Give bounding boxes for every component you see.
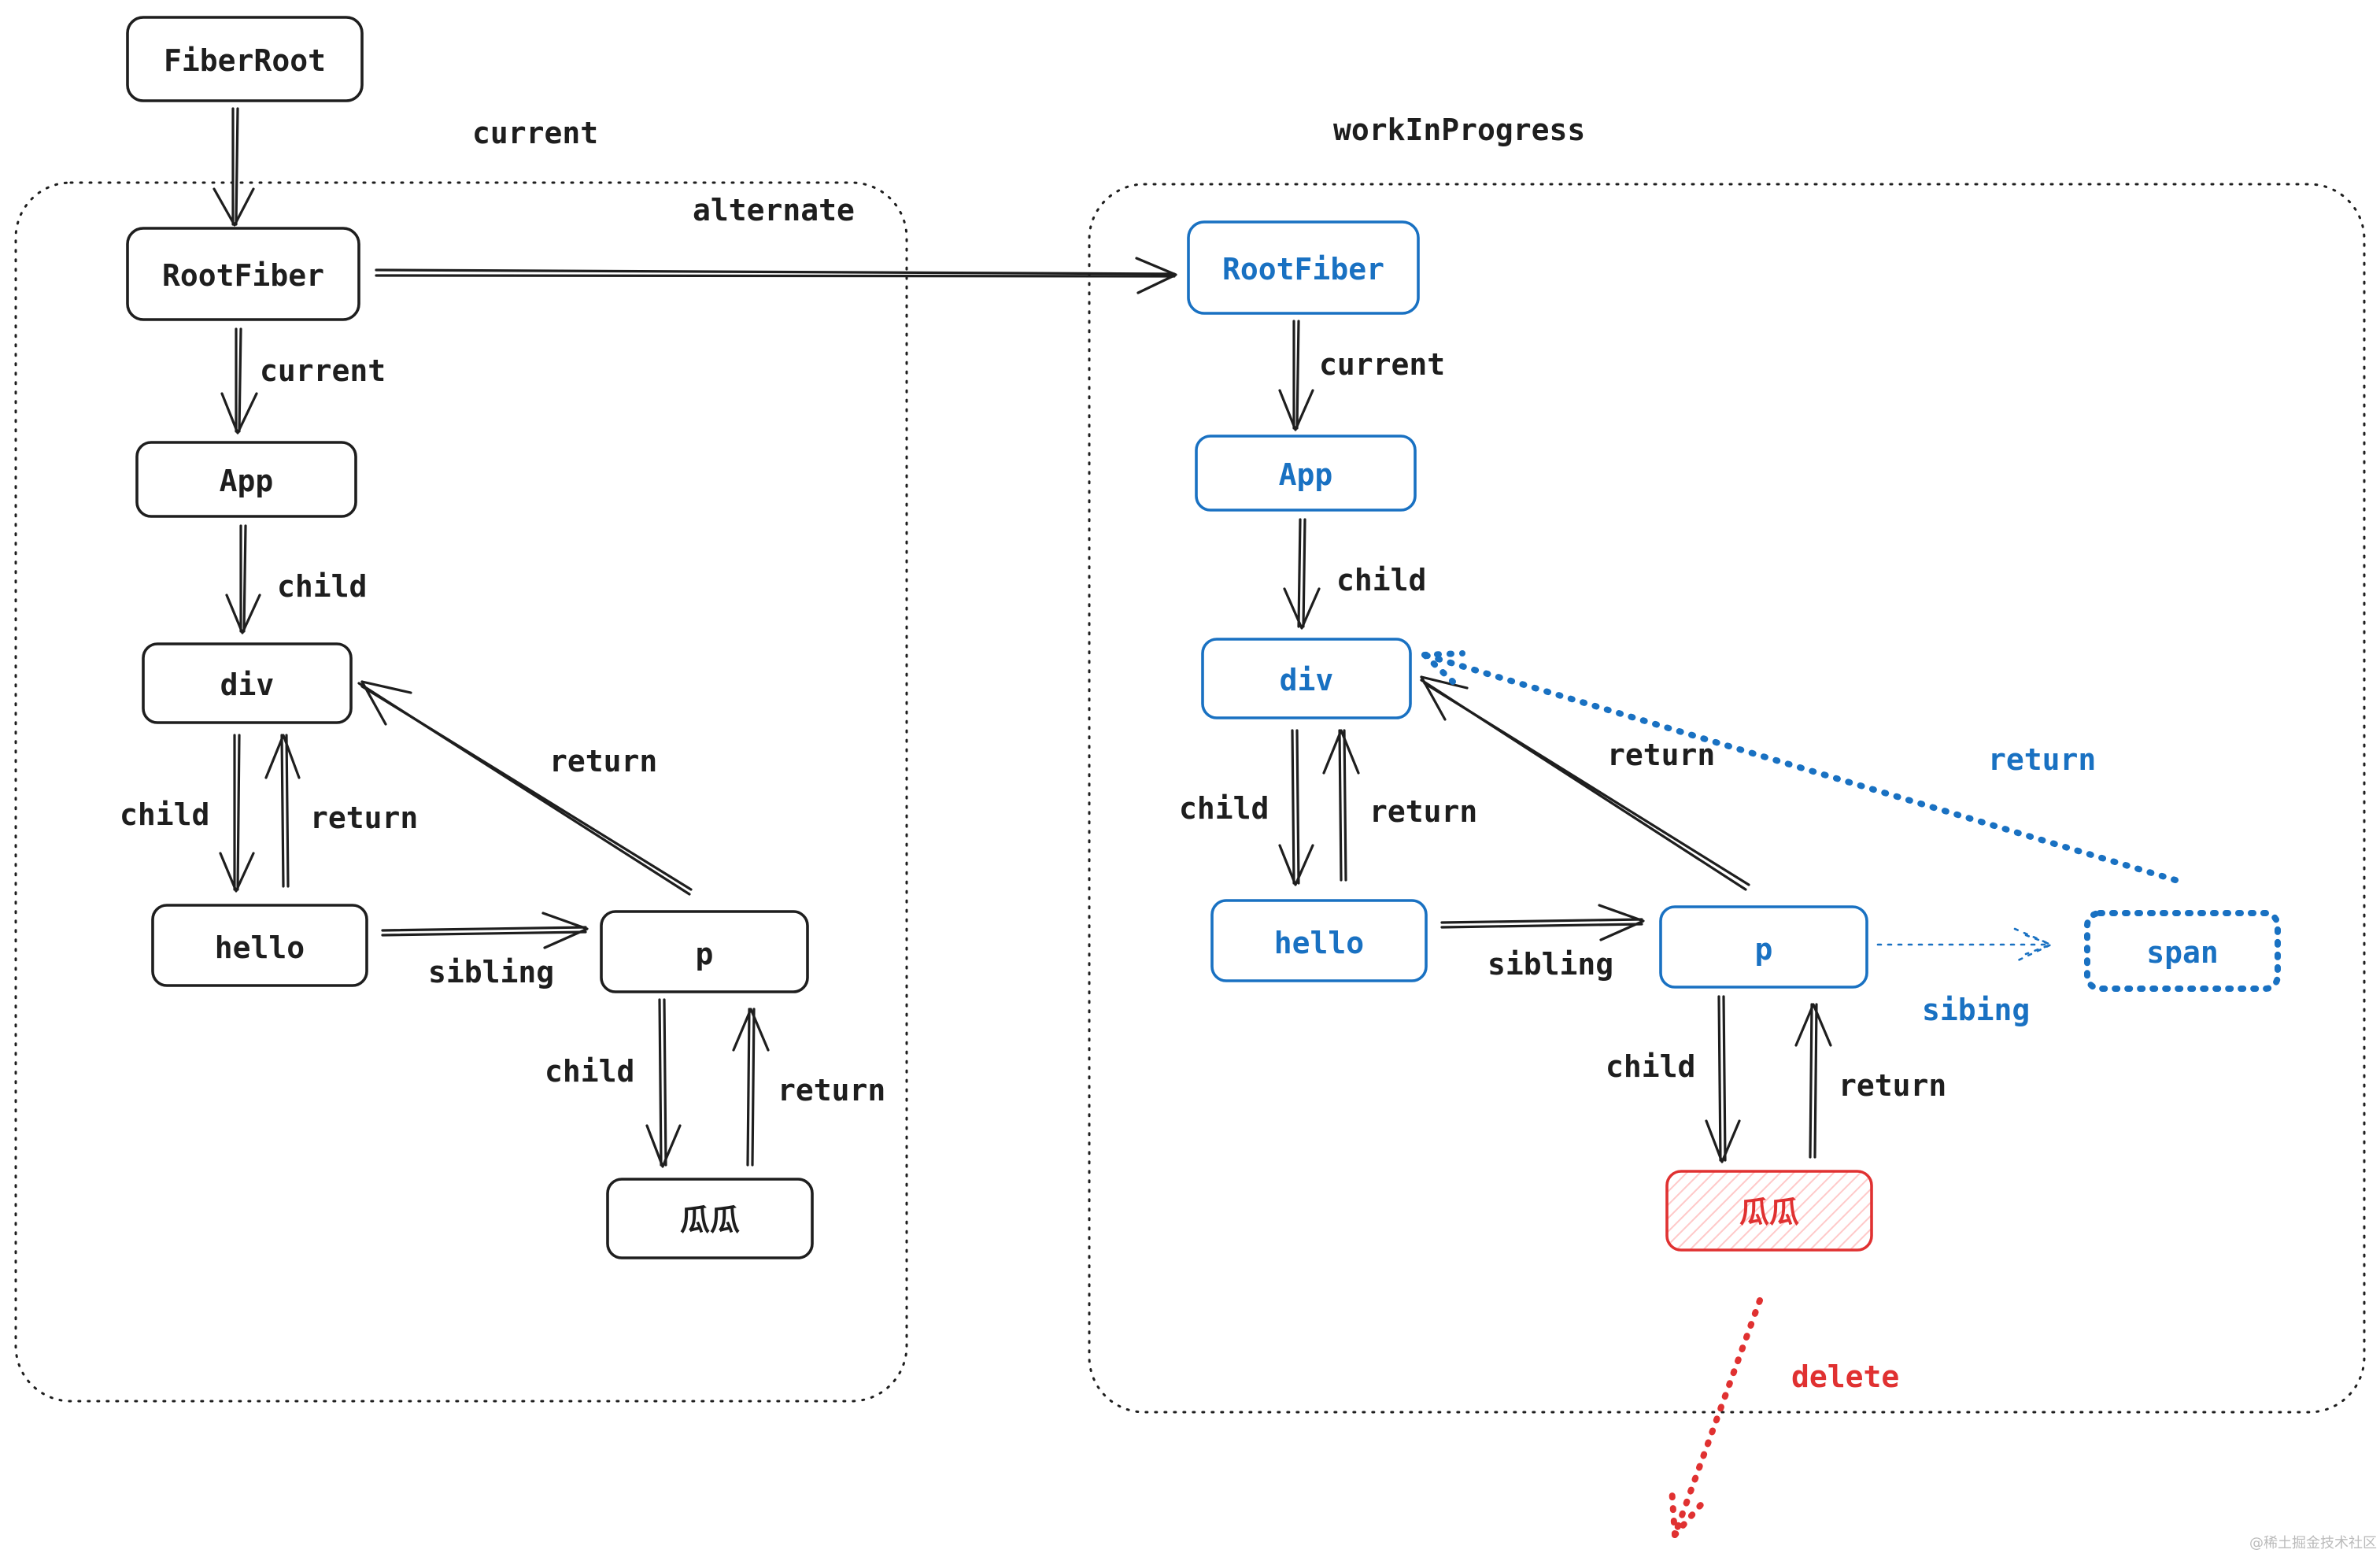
svg-text:FiberRoot: FiberRoot [164,43,326,78]
node-wip-div: div [1201,638,1412,719]
svg-text:hello: hello [1274,926,1364,960]
wip-hello-div-return-label: return [1369,794,1477,829]
edge-current-rootfiber-app: current [220,327,386,435]
watermark: @稀土掘金技术社区 [2249,1535,2377,1551]
wip-p-div-return-label: return [1607,738,1715,772]
node-fiberroot: FiberRoot [126,16,364,102]
wip-app-div-label: child [1336,563,1426,597]
edge-wip-app-div: child [1283,518,1426,630]
current-div-hello-child-label: child [120,797,209,832]
svg-text:RootFiber: RootFiber [162,258,324,293]
current-p-guagua-child-label: child [545,1054,634,1089]
edge-wip-p-div-return: return [1420,675,1750,891]
edge-fiberroot-rootfiber [213,107,255,227]
edge-current-p-div-return: return [357,680,693,896]
node-wip-hello: hello [1210,899,1428,982]
svg-text:span: span [2146,935,2219,970]
edge-delete: delete [1669,1297,1899,1538]
wip-span-div-return-label: return [1988,742,2096,777]
node-current-rootfiber: RootFiber [126,227,360,321]
edge-current-guagua-p-return: return [732,1008,885,1167]
edge-current-app-div: child [225,524,367,634]
edge-wip-guagua-p-return: return [1794,1003,1946,1159]
current-rootfiber-app-label: current [260,353,386,388]
svg-text:瓜瓜: 瓜瓜 [680,1203,740,1237]
wip-rootfiber-app-label: current [1319,347,1445,382]
svg-text:App: App [220,464,274,498]
edge-wip-p-span-sibling: sibing [1876,927,2053,1027]
wip-div-hello-child-label: child [1179,791,1269,826]
svg-text:p: p [696,937,714,971]
node-current-app: App [135,441,357,518]
node-current-div: div [142,642,353,724]
edge-alternate: alternate [375,193,1177,294]
node-wip-span: span [2084,910,2281,992]
edge-current-div-hello-child: child [120,734,255,893]
svg-text:RootFiber: RootFiber [1222,252,1384,287]
svg-text:p: p [1755,932,1773,967]
wip-p-span-sibling-label: sibing [1922,993,2030,1027]
svg-text:瓜瓜: 瓜瓜 [1739,1195,1799,1230]
node-wip-rootfiber: RootFiber [1187,220,1420,315]
current-hello-p-sibling-label: sibling [428,955,554,989]
edge-current-p-guagua-child: child [545,998,682,1168]
svg-text:App: App [1279,457,1333,492]
node-wip-guagua-deleted: 瓜瓜 [1665,1170,1873,1252]
node-current-hello: hello [151,904,368,987]
edge-wip-p-guagua-child: child [1606,995,1741,1163]
current-guagua-p-return-label: return [778,1073,885,1108]
alternate-label: alternate [693,193,855,227]
edge-current-hello-p-sibling: sibling [381,912,589,989]
current-app-div-label: child [277,569,367,604]
delete-label: delete [1791,1359,1899,1394]
svg-text:hello: hello [215,930,305,965]
edge-wip-div-hello-child: child [1179,729,1314,886]
wip-p-guagua-child-label: child [1606,1049,1695,1084]
edge-wip-hello-div-return: return [1322,729,1477,882]
current-hello-div-return-label: return [310,801,418,835]
edge-wip-hello-p-sibling: sibling [1440,904,1645,982]
wip-guagua-p-return-label: return [1839,1068,1946,1103]
edge-current-hello-div-return: return [264,734,418,888]
svg-text:div: div [1280,663,1334,697]
node-wip-app: App [1195,435,1417,512]
svg-text:div: div [220,668,275,702]
edge-wip-rootfiber-app: current [1278,320,1445,431]
wip-panel-title: workInProgress [1333,113,1585,147]
current-panel-title: current [472,116,598,150]
node-current-guagua: 瓜瓜 [606,1178,814,1259]
edge-wip-span-div-return: return [1421,650,2179,883]
current-p-div-return-label: return [549,744,657,778]
wip-hello-p-sibling-label: sibling [1488,947,1613,982]
node-current-p: p [600,910,809,993]
node-wip-p: p [1659,905,1868,989]
